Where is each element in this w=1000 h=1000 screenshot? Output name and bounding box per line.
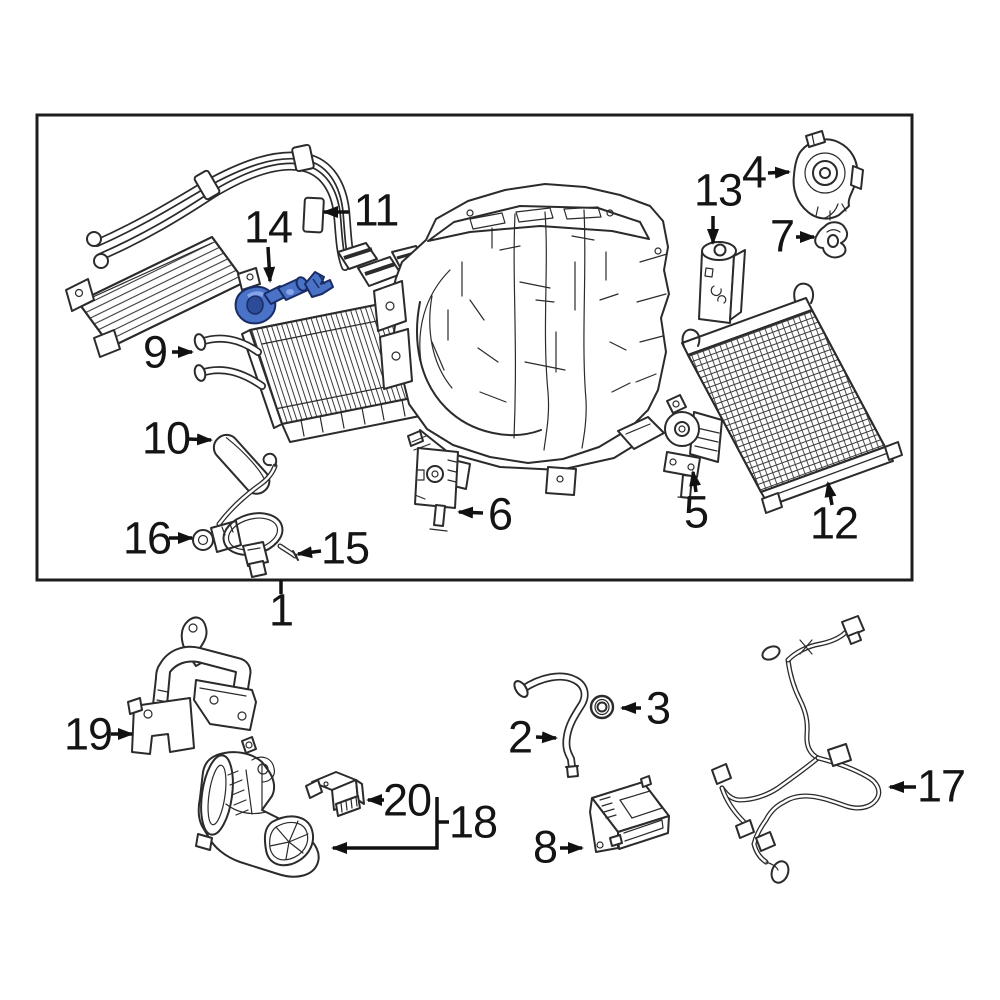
- part-14-highlighted-valve: [234, 271, 334, 325]
- callout-10: 10: [141, 412, 191, 464]
- callout-8: 8: [532, 821, 558, 873]
- part-8-amplifier: [589, 775, 670, 853]
- callout-19: 19: [63, 708, 113, 760]
- hvac-main-case: [373, 183, 670, 496]
- callout-11: 11: [353, 184, 400, 236]
- callout-16: 16: [122, 512, 172, 564]
- callout-17: 17: [916, 760, 966, 812]
- part-15-wire: [222, 512, 299, 578]
- part-6-servo-actuator: [407, 430, 459, 532]
- part-4-servo-motor: [792, 130, 864, 221]
- callout-2: 2: [507, 711, 533, 763]
- callout-7: 7: [769, 210, 795, 262]
- part-20-resistor: [305, 771, 365, 817]
- callout-12: 12: [809, 497, 859, 549]
- insulator-panel: [65, 236, 261, 358]
- part-13-expansion-valve: [698, 241, 746, 324]
- callout-9: 9: [142, 326, 168, 378]
- part-2-drain-hose: [513, 672, 589, 778]
- callout-15: 15: [320, 522, 370, 574]
- assembly-box: [35, 113, 914, 582]
- callout-4: 4: [741, 146, 767, 198]
- part-3-grommet: [589, 694, 615, 720]
- callout-20: 20: [382, 774, 432, 826]
- callout-1: 1: [268, 584, 294, 636]
- callout-5: 5: [683, 486, 709, 538]
- callout-13: 13: [693, 164, 743, 216]
- part-7-clip: [814, 221, 849, 259]
- callout-14: 14: [243, 201, 293, 253]
- part-19-bracket: [127, 616, 257, 755]
- part-12-evaporator: [681, 282, 903, 514]
- callout-3: 3: [645, 682, 671, 734]
- part-18-blower-case: [195, 736, 320, 878]
- part-17-wire-harness: [711, 615, 882, 884]
- callout-6: 6: [487, 488, 513, 540]
- callout-18: 18: [448, 796, 498, 848]
- callout-arrows: [111, 166, 916, 854]
